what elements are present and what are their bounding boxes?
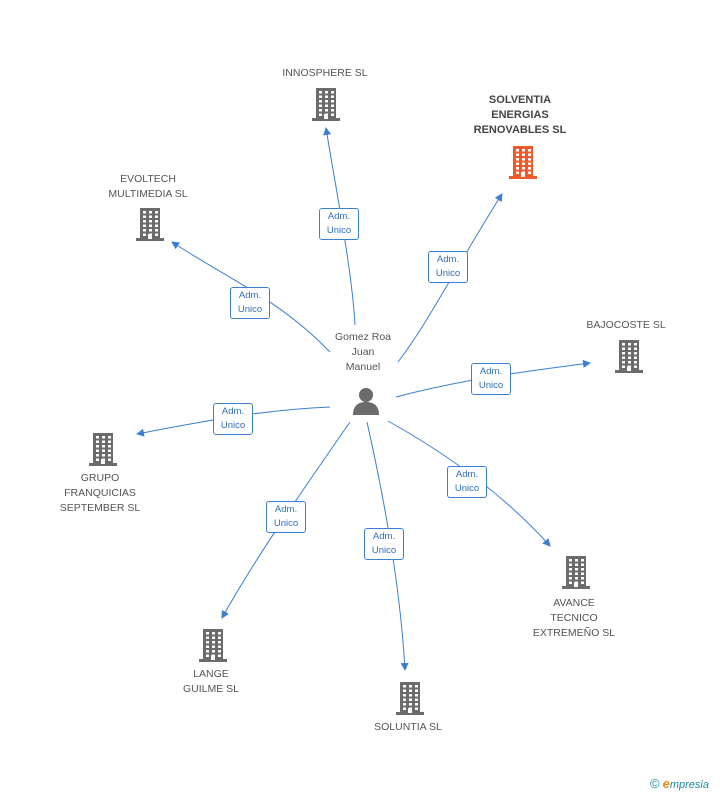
footer-brand[interactable]: ©empresia [650,776,709,791]
company-name-lange[interactable]: LANGE GUILME SL [182,668,240,695]
building-icon-bajocoste[interactable] [613,338,645,374]
company-name-solventia[interactable]: SOLVENTIA ENERGIAS RENOVABLES SL [473,94,567,136]
role-badge-grupo: Adm. Unico [213,403,253,435]
role-badge-avance: Adm. Unico [447,466,487,498]
company-name-avance[interactable]: AVANCE TECNICO EXTREMEÑO SL [532,597,616,639]
building-icon-grupo[interactable] [87,431,119,467]
person-name[interactable]: Gomez Roa Juan Manuel [334,331,392,373]
role-badge-lange: Adm. Unico [266,501,306,533]
company-name-bajocoste[interactable]: BAJOCOSTE SL [586,319,666,331]
role-badge-solventia: Adm. Unico [428,251,468,283]
person-icon[interactable] [350,385,382,417]
building-icon-avance[interactable] [560,554,592,590]
building-icon-soluntia[interactable] [394,680,426,716]
company-name-soluntia[interactable]: SOLUNTIA SL [374,721,442,733]
role-badge-innosphere: Adm. Unico [319,208,359,240]
role-badge-bajocoste: Adm. Unico [471,363,511,395]
company-name-innosphere[interactable]: INNOSPHERE SL [282,67,368,79]
copyright-icon: © [650,776,660,791]
building-icon-innosphere[interactable] [310,86,342,122]
building-icon-solventia[interactable] [507,144,539,180]
building-icon-lange[interactable] [197,627,229,663]
building-icon-evoltech[interactable] [134,206,166,242]
role-badge-soluntia: Adm. Unico [364,528,404,560]
brand-name: mpresia [669,779,709,791]
brand-initial: e [662,776,670,791]
company-name-evoltech[interactable]: EVOLTECH MULTIMEDIA SL [108,173,188,200]
edge-solventia [397,193,503,363]
company-name-grupo[interactable]: GRUPO FRANQUICIAS SEPTEMBER SL [59,472,141,514]
role-badge-evoltech: Adm. Unico [230,287,270,319]
